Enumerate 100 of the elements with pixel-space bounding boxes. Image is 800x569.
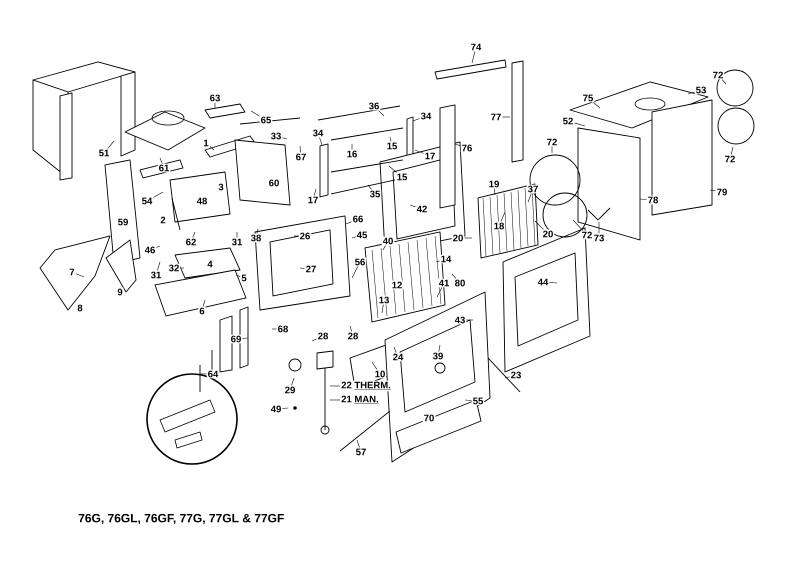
leader-line bbox=[472, 51, 476, 64]
callout-number: 45 bbox=[356, 230, 368, 240]
leader-line bbox=[378, 110, 384, 116]
callout-number: 63 bbox=[208, 94, 222, 102]
callout-number: 66 bbox=[352, 214, 364, 224]
callout-number: 15 bbox=[386, 142, 398, 150]
leader-line bbox=[356, 440, 360, 448]
callout-number: 79 bbox=[716, 188, 728, 196]
callout-number: 23 bbox=[510, 370, 522, 380]
callout-number: 57 bbox=[354, 448, 368, 456]
callout-number: 29 bbox=[284, 386, 296, 394]
callout-number: 2 bbox=[159, 216, 167, 224]
callout-number: 5 bbox=[240, 274, 248, 282]
callout-number: 22 THERM. bbox=[340, 380, 392, 392]
leader-line bbox=[412, 118, 420, 122]
callout-number: 33 bbox=[270, 132, 282, 140]
callout-number: 78 bbox=[646, 196, 660, 204]
callout-number: 39 bbox=[432, 352, 444, 360]
callout-number: 56 bbox=[354, 258, 366, 266]
leader-line bbox=[500, 212, 506, 222]
leader-line bbox=[534, 220, 544, 230]
callout-number: 49 bbox=[270, 404, 282, 414]
callout-number: 72 bbox=[580, 230, 594, 240]
leader-line bbox=[502, 116, 510, 118]
leader-line bbox=[438, 344, 440, 352]
leader-line bbox=[572, 220, 584, 231]
leader-line bbox=[346, 221, 352, 224]
callout-number: 52 bbox=[562, 116, 574, 126]
callout-number: 31 bbox=[150, 270, 162, 280]
callout-number: 72 bbox=[712, 70, 724, 80]
leader-line bbox=[160, 158, 162, 164]
leader-line bbox=[414, 150, 424, 154]
leader-line bbox=[549, 282, 558, 284]
callout-number: 76 bbox=[460, 144, 474, 152]
callout-number: 72 bbox=[546, 138, 558, 146]
leader-line bbox=[282, 137, 288, 140]
leader-line bbox=[593, 102, 600, 108]
callout-number: 77 bbox=[490, 112, 502, 122]
leader-line bbox=[272, 328, 277, 330]
callout-number: 75 bbox=[582, 94, 594, 102]
leader-line bbox=[76, 273, 84, 278]
leader-line bbox=[236, 232, 238, 238]
leader-line bbox=[250, 110, 260, 116]
callout-number: 36 bbox=[368, 102, 380, 110]
leader-line bbox=[368, 184, 372, 190]
leader-line bbox=[730, 146, 734, 155]
leader-line bbox=[319, 137, 322, 146]
leader-line bbox=[214, 102, 216, 108]
callout-number: 13 bbox=[378, 296, 390, 304]
callout-number: 65 bbox=[260, 116, 272, 124]
callout-number: 34 bbox=[312, 128, 324, 138]
callout-number: 15 bbox=[396, 172, 408, 182]
leader-line bbox=[350, 326, 352, 332]
leader-line bbox=[236, 274, 240, 277]
callout-number: 37 bbox=[526, 184, 540, 194]
leader-line bbox=[388, 166, 397, 173]
leader-line bbox=[710, 190, 716, 192]
leader-line bbox=[202, 300, 206, 307]
callout-number: 69 bbox=[230, 334, 242, 344]
leader-line bbox=[504, 376, 510, 378]
callout-number: 55 bbox=[472, 396, 484, 406]
callout-number: 10 bbox=[374, 370, 386, 378]
leader-line bbox=[598, 222, 600, 234]
callout-number: 74 bbox=[470, 42, 482, 52]
leader-line bbox=[410, 204, 416, 208]
leader-line bbox=[153, 192, 164, 198]
callout-number: 27 bbox=[304, 264, 318, 274]
callout-number: 24 bbox=[392, 352, 404, 362]
callout-number: 53 bbox=[694, 86, 708, 94]
leader-line bbox=[372, 362, 378, 370]
callout-number: 1 bbox=[202, 138, 210, 148]
leader-line bbox=[210, 146, 214, 150]
leader-line bbox=[436, 287, 442, 298]
callout-number: 68 bbox=[276, 324, 290, 334]
leader-line bbox=[394, 346, 396, 353]
callout-number: 60 bbox=[268, 178, 280, 188]
leader-line bbox=[436, 260, 440, 262]
callout-number: 43 bbox=[454, 316, 466, 324]
callout-number: 35 bbox=[368, 190, 382, 198]
leader-line bbox=[390, 136, 392, 142]
leader-line bbox=[242, 338, 248, 339]
leader-line bbox=[528, 193, 532, 202]
callout-number: 20 bbox=[452, 234, 464, 242]
leader-line bbox=[107, 140, 114, 149]
callout-number: 8 bbox=[76, 304, 84, 312]
leader-line bbox=[452, 274, 456, 279]
callout-number: 70 bbox=[422, 414, 436, 422]
leader-line bbox=[192, 232, 196, 238]
leader-line bbox=[282, 408, 288, 409]
callout-number: 59 bbox=[116, 218, 130, 226]
callout-number: 28 bbox=[346, 332, 360, 340]
callout-number: 18 bbox=[492, 222, 506, 230]
callout-number: 72 bbox=[724, 154, 736, 164]
leader-line bbox=[454, 144, 461, 146]
callout-number: 41 bbox=[438, 278, 450, 288]
leader-line bbox=[312, 338, 317, 342]
callout-number: 44 bbox=[536, 278, 550, 286]
callout-number: 14 bbox=[440, 254, 452, 264]
callout-number: 61 bbox=[158, 164, 170, 172]
callout-number: 40 bbox=[382, 236, 394, 246]
